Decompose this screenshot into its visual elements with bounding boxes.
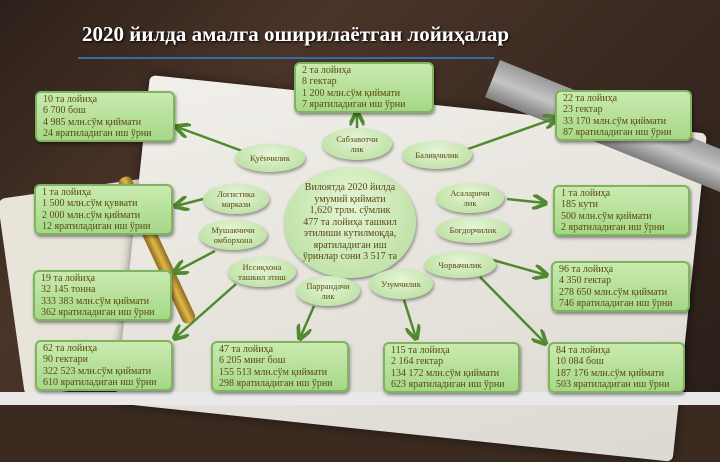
box-line: 500 млн.сўм қиймати — [561, 210, 652, 222]
box-line: 503 яратиладиган иш ўрни — [556, 378, 670, 390]
box-line: 33 170 млн.сўм қиймати — [563, 115, 667, 127]
sector-uzum: Узумчилик — [369, 269, 433, 299]
sector-asal: Асаларичи лик — [436, 183, 504, 213]
box-line: 362 яратиладиган иш ўрни — [41, 306, 155, 318]
arrow-baliq — [464, 118, 556, 152]
box-line: 10 084 бош — [556, 356, 604, 368]
box-line: 22 та лойиҳа — [563, 93, 618, 104]
sector-sabzavot: Сабзавотчи лик — [322, 128, 392, 160]
slide-title: 2020 йилда амалга оширилаётган лойиҳалар — [82, 22, 510, 46]
box-line: 84 та лойиҳа — [556, 345, 611, 356]
box-line: 623 яратиладиган иш ўрни — [391, 378, 505, 390]
sector-logist: Логистика маркази — [203, 184, 269, 214]
box-line: 134 172 млн.сўм қиймати — [391, 367, 500, 379]
box-line: 2 000 млн.сўм қиймати — [42, 209, 141, 221]
box-line: 8 гектар — [302, 76, 337, 88]
arrow-extra — [479, 276, 545, 343]
arrow-bogdor — [175, 283, 237, 338]
box-line: 7 яратиладиган иш ўрни — [302, 98, 406, 110]
sector-mushak: Мушакчичи омборхона — [199, 220, 267, 250]
box-line: 185 кути — [561, 199, 598, 211]
sector-bogdor: Боғдорчилик — [436, 217, 510, 243]
box-line: 32 145 тонна — [41, 284, 96, 296]
box-line: 47 та лойиҳа — [219, 344, 274, 355]
box-line: 278 650 млн.сўм қиймати — [559, 286, 668, 298]
sector-kuyi: Қуёнчилик — [235, 144, 305, 172]
box-line: 1 500 млн.сўм қуввати — [42, 198, 138, 210]
bottom-border — [0, 392, 720, 405]
box-line: 4 350 гектар — [559, 275, 612, 287]
box-line: 155 513 млн.сўм қиймати — [219, 366, 328, 378]
box-line: 115 та лойиҳа — [391, 345, 450, 356]
box-line: 87 яратиладиган иш ўрни — [563, 126, 672, 138]
sector-chorva: Чорвачилик — [424, 252, 496, 278]
box-line: 746 яратиладиган иш ўрни — [559, 297, 673, 309]
connector-arrows — [0, 0, 720, 405]
arrow-parranda — [300, 305, 316, 338]
box-line: 2 яратиладиган иш ўрни — [561, 221, 665, 233]
arrow-kuyi — [177, 127, 246, 154]
box-line: 96 та лойиҳа — [559, 264, 614, 275]
arrow-logist — [176, 199, 204, 206]
box-line: 24 яратиладиган иш ўрни — [43, 127, 152, 139]
box-line: 4 985 млн.сўм қиймати — [43, 116, 142, 128]
title-underline — [78, 57, 494, 59]
box-line: 1 200 млн.сўм қиймати — [302, 87, 401, 99]
box-line: 333 383 млн.сўм қиймати — [41, 295, 150, 307]
box-line: 2 164 гектар — [391, 356, 444, 368]
box-line: 90 гектари — [43, 354, 88, 366]
box-line: 62 та лойиҳа — [43, 343, 98, 354]
box-line: 6 700 бош — [43, 105, 86, 117]
sector-issiq: Иссиқхона ташкил этиш — [228, 257, 296, 287]
center-summary: Вилоятда 2020 йилда умумий қиймати 1,620… — [284, 167, 416, 278]
box-line: 1 та лойиҳа — [561, 188, 611, 199]
box-line: 2 та лойиҳа — [302, 65, 352, 76]
box-line: 12 яратиладиган иш ўрни — [42, 220, 151, 232]
sector-baliq: Балиқчилик — [402, 141, 472, 169]
sector-parranda: Паррандачи лик — [296, 276, 360, 306]
box-line: 1 та лойиҳа — [42, 187, 92, 198]
box-line: 23 гектар — [563, 104, 603, 116]
arrow-uzum — [402, 299, 416, 338]
box-line: 10 та лойиҳа — [43, 94, 98, 105]
box-line: 187 176 млн.сўм қиймати — [556, 367, 665, 379]
box-line: 298 яратиладиган иш ўрни — [219, 377, 333, 389]
arrow-mushak — [175, 249, 216, 272]
arrow-asal — [506, 199, 545, 203]
box-line: 6 205 минг бош — [219, 355, 286, 367]
box-line: 610 яратиладиган иш ўрни — [43, 376, 157, 388]
box-line: 322 523 млн.сўм қиймати — [43, 365, 152, 377]
box-line: 19 та лойиҳа — [41, 273, 96, 284]
arrow-chorva — [492, 258, 546, 275]
